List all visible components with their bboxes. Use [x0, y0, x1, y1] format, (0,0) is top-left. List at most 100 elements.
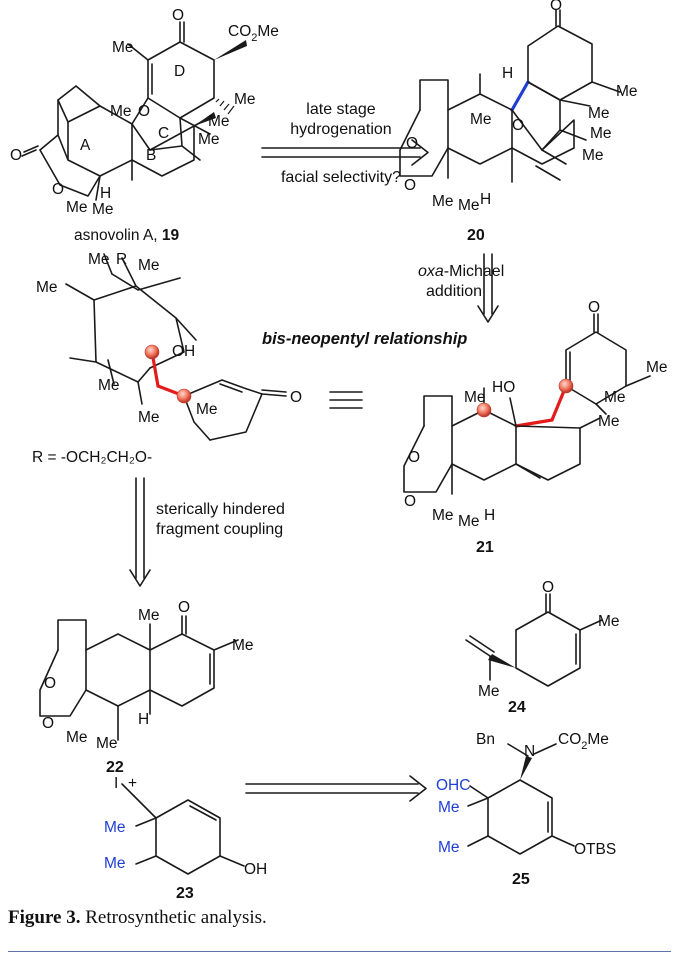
label-O: O — [404, 177, 416, 194]
conformer-21: Me R Me Me OH Me Me Me O R = -OCH₂CH₂O- — [32, 251, 302, 466]
label-O: O — [408, 449, 420, 466]
compound-24-label: 24 — [508, 699, 526, 716]
label-OH: OH — [244, 861, 267, 878]
label-Me: Me — [208, 113, 230, 130]
label-Me: Me — [478, 683, 500, 700]
compound-19: O CO2Me Me D Me O C Me Me Me A B O O H M… — [10, 7, 279, 244]
label-Me: Me — [232, 637, 254, 654]
bis-neopentyl-note: bis-neopentyl relationship — [262, 330, 467, 348]
label-Me: Me — [464, 389, 486, 406]
hash-bond — [215, 98, 235, 115]
label-Me: Me — [588, 105, 610, 122]
label-Me: Me — [98, 377, 120, 394]
label-CO2Me: CO2Me — [228, 23, 279, 44]
label-O: O — [404, 493, 416, 510]
compound-21-label: 21 — [476, 539, 494, 556]
label-O: O — [138, 103, 150, 120]
label-Me: Me — [598, 413, 620, 430]
label-Me: Me — [582, 147, 604, 164]
compound-24: O Me Me 24 — [465, 579, 620, 716]
ring-label-C: C — [158, 125, 169, 142]
caption-rule — [8, 951, 671, 952]
label-O: O — [290, 389, 302, 406]
arrow2-line2: addition — [426, 283, 482, 300]
compound-20: O H Me Me Me Me O Me O O Me Me H 20 — [399, 0, 638, 244]
label-Me: Me — [88, 251, 110, 268]
label-Me: Me — [104, 855, 126, 872]
label-H: H — [138, 711, 149, 728]
label-Me: Me — [138, 409, 160, 426]
label-Me: Me — [66, 199, 88, 216]
retro-arrow-4 — [245, 775, 427, 802]
ring-label-A: A — [80, 137, 91, 154]
label-N: N — [524, 743, 535, 760]
compound-25: Bn N CO2Me OHC Me Me OTBS 25 — [436, 731, 616, 888]
label-Me: Me — [458, 513, 480, 530]
label-HO: HO — [492, 379, 515, 396]
retro-arrow-3: sterically hindered fragment coupling — [129, 477, 285, 587]
label-Me: Me — [458, 197, 480, 214]
label-Me: Me — [604, 389, 626, 406]
label-Me: Me — [198, 131, 220, 148]
label-H: H — [480, 191, 491, 208]
label-Me: Me — [598, 613, 620, 630]
label-Me: Me — [432, 507, 454, 524]
compound-20-label: 20 — [467, 227, 485, 244]
label-Me: Me — [112, 39, 134, 56]
label-Me: Me — [104, 819, 126, 836]
label-OH: OH — [172, 343, 195, 360]
equivalence-symbol — [329, 391, 363, 409]
compound-19-label: asnovolin A, 19 — [74, 227, 180, 244]
label-O: O — [406, 135, 418, 152]
arrow1-line1: late stage — [306, 101, 375, 118]
label-O: O — [172, 7, 184, 24]
figure-caption-label: Figure 3. — [8, 907, 81, 928]
label-R: R — [116, 251, 127, 268]
label-O: O — [542, 579, 554, 596]
label-Me: Me — [138, 607, 160, 624]
compound-22-label: 22 — [106, 759, 124, 776]
label-Me: Me — [470, 111, 492, 128]
retro-arrow-1: late stage hydrogenation facial selectiv… — [261, 101, 429, 186]
figure-caption-text: Retrosynthetic analysis. — [80, 907, 267, 928]
label-Bn: Bn — [476, 731, 495, 748]
label-O: O — [178, 599, 190, 616]
plus-sign: + — [128, 775, 137, 792]
label-OTBS: OTBS — [574, 841, 616, 858]
arrow2-line1: oxa-Michael — [418, 263, 504, 280]
label-Me: Me — [646, 359, 668, 376]
label-Me: Me — [590, 125, 612, 142]
label-Me: Me — [36, 279, 58, 296]
label-OHC: OHC — [436, 777, 470, 794]
ring-label-D: D — [174, 63, 185, 80]
label-O: O — [550, 0, 562, 14]
label-Me: Me — [438, 799, 460, 816]
label-Me: Me — [616, 83, 638, 100]
retro-arrow-2: oxa-Michael addition — [418, 253, 504, 323]
label-Me: Me — [92, 201, 114, 218]
ring-label-B: B — [146, 147, 156, 164]
label-O: O — [42, 715, 54, 732]
arrow1-line2: hydrogenation — [290, 121, 391, 138]
label-O: O — [44, 675, 56, 692]
label-O: O — [512, 117, 524, 134]
label-O: O — [10, 147, 22, 164]
label-Me: Me — [234, 91, 256, 108]
label-Me: Me — [138, 257, 160, 274]
label-Me: Me — [196, 401, 218, 418]
label-H: H — [100, 185, 111, 202]
label-H: H — [484, 507, 495, 524]
label-Me: Me — [432, 193, 454, 210]
compound-21: O Me Me HO Me Me O O Me Me H 21 — [403, 299, 668, 556]
label-CO2Me: CO2Me — [558, 731, 609, 752]
r-definition: R = -OCH₂CH₂O- — [32, 449, 152, 466]
compound-23-label: 23 — [176, 885, 194, 902]
label-H: H — [502, 65, 513, 82]
compound-23: I Me Me OH 23 — [104, 775, 267, 902]
label-I: I — [114, 775, 118, 792]
label-Me: Me — [66, 729, 88, 746]
compound-22: O Me Me O O Me Me H 22 — [39, 599, 254, 776]
label-O: O — [52, 181, 64, 198]
label-Me: Me — [110, 103, 132, 120]
arrow3-line1: sterically hindered — [156, 501, 285, 518]
